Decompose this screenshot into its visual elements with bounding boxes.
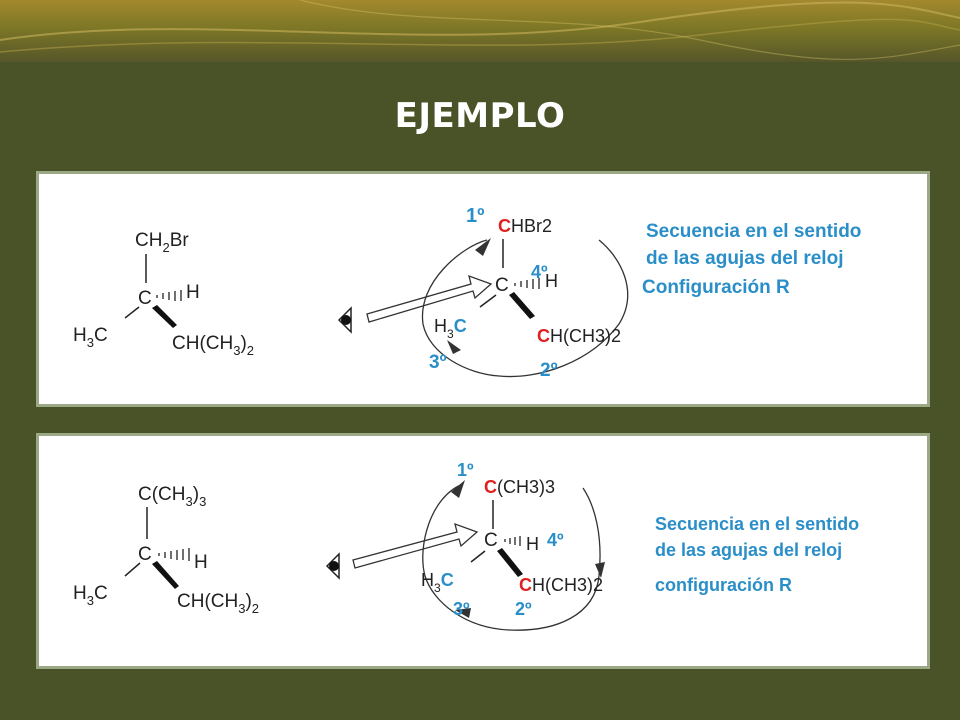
view-arrow-icon — [366, 274, 493, 323]
svg-text:CHBr2: CHBr2 — [498, 216, 552, 236]
example-panel-1: CH2Br C H H3C CH(CH3)2 — [36, 171, 930, 407]
text-line-1: Secuencia en el sentido — [655, 514, 859, 534]
priority-1: 1º — [466, 205, 484, 227]
group-top: HBr2 — [511, 216, 552, 236]
eye-icon — [337, 306, 352, 334]
text-line-3: configuración R — [655, 575, 792, 595]
text-line-3: Configuración R — [642, 277, 790, 298]
center-carbon: C — [138, 544, 152, 565]
page-title: EJEMPLO — [394, 96, 566, 136]
text-line-2: de las agujas del reloj — [646, 248, 843, 269]
molecule-1-left: CH2Br C H H3C CH(CH3)2 — [73, 230, 254, 358]
hash-bond — [158, 548, 190, 561]
bond-left — [124, 306, 140, 319]
group-bottom-right: H(CH3)2 — [532, 575, 603, 595]
wedge-bond — [152, 305, 177, 328]
molecule-2-right: 1º C(CH3)3 C H 4º H3C CH(CH3)2 3º 2º — [421, 460, 605, 631]
group-top: CH2Br — [135, 230, 189, 255]
priority-3: 3º — [453, 599, 470, 619]
bond-left — [124, 562, 141, 577]
text-line-1: Secuencia en el sentido — [646, 221, 861, 242]
decorative-swirl — [0, 0, 960, 61]
priority-4: 4º — [531, 262, 548, 282]
priority-1: 1º — [457, 460, 474, 480]
priority-3: 3º — [429, 352, 447, 373]
svg-text:CH(CH3)2: CH(CH3)2 — [537, 326, 621, 346]
priority-2: 2º — [540, 360, 558, 381]
molecule-1-right: 1º CHBr2 4º C H H3C CH(CH3)2 3º 2º — [421, 205, 629, 381]
svg-text:H3C: H3C — [434, 316, 467, 341]
priority-4: 4º — [547, 530, 564, 550]
explanation-1: Secuencia en el sentido de las agujas de… — [642, 221, 861, 298]
hash-bond — [514, 278, 540, 289]
wedge-hydrogen: H — [186, 282, 200, 303]
hash-bond — [156, 290, 182, 301]
rotation-arc — [422, 483, 601, 631]
group-top: (CH3)3 — [497, 477, 555, 497]
svg-text:H3C: H3C — [421, 570, 454, 595]
hash-bond — [504, 536, 521, 546]
center-carbon: C — [484, 530, 498, 551]
molecule-2-left: C(CH3)3 C H H3C CH(CH3)2 — [73, 484, 259, 616]
center-carbon: C — [495, 275, 509, 296]
view-arrow-icon — [352, 522, 479, 569]
wedge-hydrogen: H — [545, 271, 558, 291]
group-bottom-right: H(CH3)2 — [550, 326, 621, 346]
group-bottom-right: CH(CH3)2 — [172, 333, 254, 358]
group-bottom-right: CH(CH3)2 — [177, 591, 259, 616]
wedge-bond — [152, 561, 179, 589]
example-panel-2: C(CH3)3 C H H3C CH(CH3)2 — [36, 433, 930, 669]
group-left: H3C — [73, 325, 108, 350]
svg-text:C(CH3)3: C(CH3)3 — [484, 477, 555, 497]
group-left: H3C — [73, 583, 108, 608]
rotation-arc — [421, 239, 629, 378]
text-line-2: de las agujas del reloj — [655, 540, 842, 560]
center-carbon: C — [138, 288, 152, 309]
wedge-hydrogen: H — [194, 552, 208, 573]
header-band — [0, 0, 960, 62]
example-1-diagram: CH2Br C H H3C CH(CH3)2 — [73, 205, 861, 381]
priority-2: 2º — [515, 599, 532, 619]
group-top: C(CH3)3 — [138, 484, 206, 509]
wedge-hydrogen: H — [526, 534, 539, 554]
example-2-diagram: C(CH3)3 C H H3C CH(CH3)2 — [73, 460, 859, 631]
explanation-2: Secuencia en el sentido de las agujas de… — [655, 514, 859, 595]
svg-text:CH(CH3)2: CH(CH3)2 — [519, 575, 603, 595]
eye-icon — [325, 552, 340, 580]
